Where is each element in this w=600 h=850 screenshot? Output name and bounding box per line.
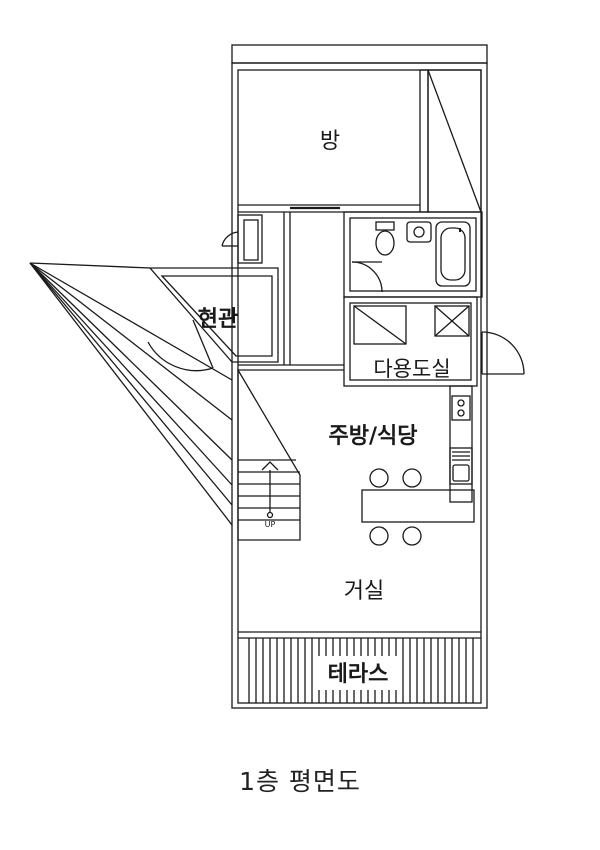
plan-caption: 1층 평면도 xyxy=(239,767,361,796)
toilet xyxy=(375,230,395,256)
dining-chairs xyxy=(369,468,422,546)
kitchen-sink xyxy=(449,447,473,485)
kitchen-counter xyxy=(449,385,473,503)
room-label-living-room: 거실 xyxy=(344,579,384,604)
room-label-terrace: 테라스 xyxy=(328,662,389,687)
washbasin xyxy=(406,221,432,243)
room-label-utility-room: 다용도실 xyxy=(373,357,450,381)
utility-room xyxy=(343,296,525,387)
approach-deck xyxy=(29,262,233,526)
bedroom-walls xyxy=(238,69,482,213)
dining-table xyxy=(361,489,475,523)
bathtub xyxy=(435,221,471,287)
outer-wall xyxy=(231,44,488,709)
entrance-walls xyxy=(147,267,279,372)
room-label-bedroom: 방 xyxy=(320,129,340,154)
bathroom xyxy=(343,211,483,298)
stair-up-marker: UP xyxy=(265,520,276,529)
room-label-kitchen-dining: 주방/식당 xyxy=(329,424,418,449)
room-label-entrance: 현관 xyxy=(198,307,238,332)
stairs xyxy=(237,367,301,541)
cooktop xyxy=(451,395,471,421)
interior-partitions xyxy=(221,212,344,371)
